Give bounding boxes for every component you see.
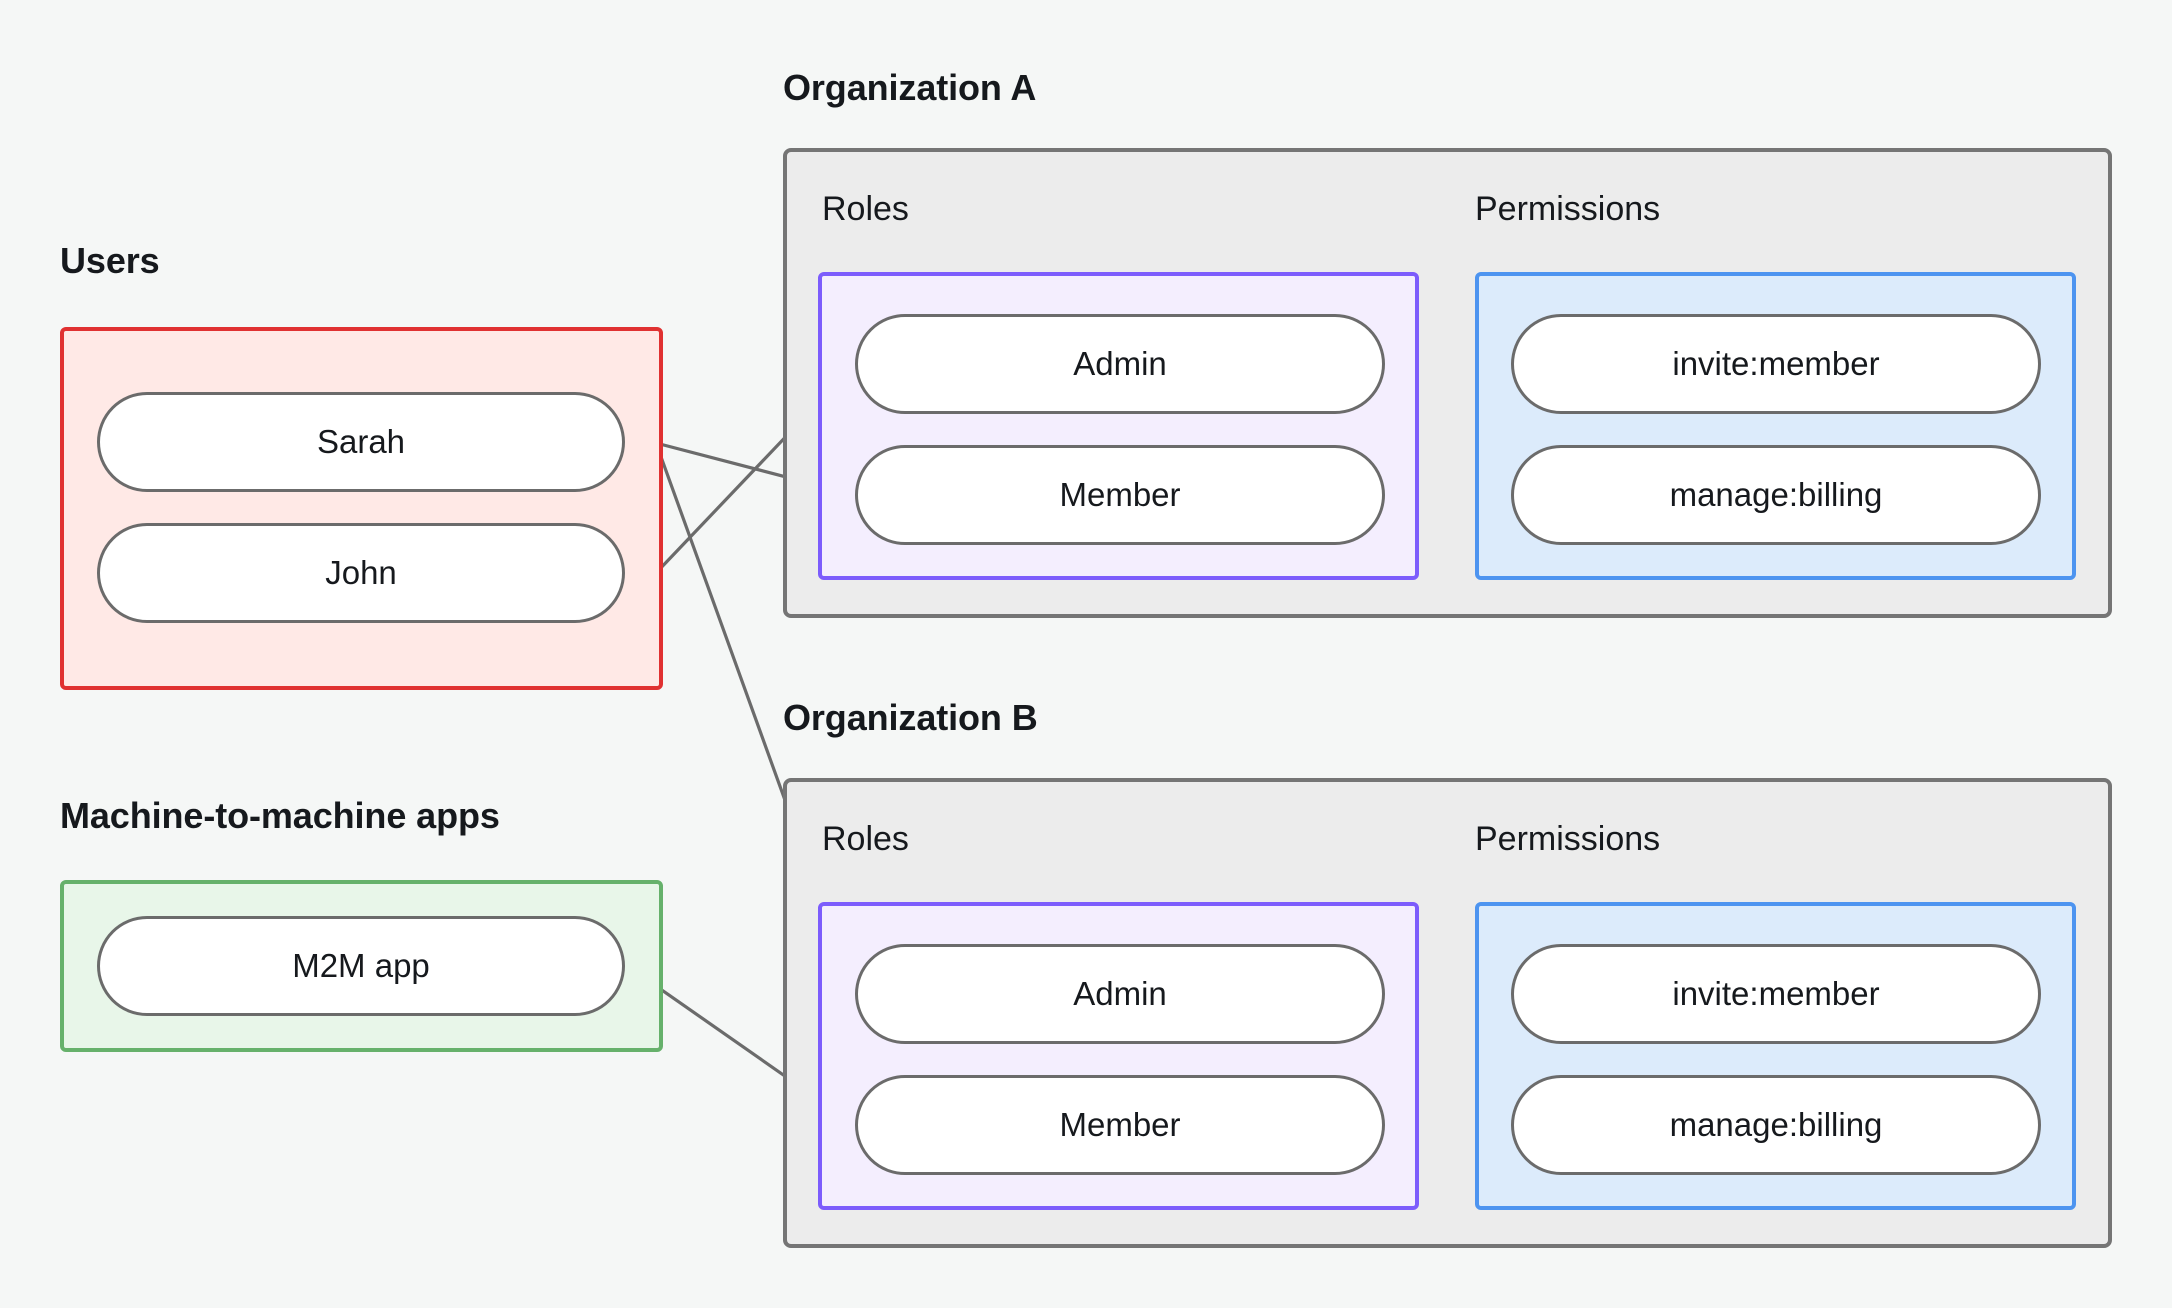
organization-a-caption: Organization A [783, 67, 1037, 108]
organization-b-roles-title: Roles [822, 820, 909, 858]
user-node-sarah[interactable]: Sarah [97, 392, 625, 492]
orgB-role-node-admin[interactable]: Admin [855, 944, 1385, 1044]
organization-a-roles-title: Roles [822, 190, 909, 228]
orgA-role-node-member[interactable]: Member [855, 445, 1385, 545]
users-group-frame [60, 327, 663, 690]
users-caption: Users [60, 240, 160, 281]
orgB-permission-node-manage-billing[interactable]: manage:billing [1511, 1075, 2041, 1175]
organization-b-permissions-title: Permissions [1475, 820, 1661, 858]
organization-b-caption: Organization B [783, 697, 1038, 738]
m2m-node-app[interactable]: M2M app [97, 916, 625, 1016]
user-node-john[interactable]: John [97, 523, 625, 623]
orgB-role-node-member[interactable]: Member [855, 1075, 1385, 1175]
orgB-permission-node-invite-member[interactable]: invite:member [1511, 944, 2041, 1044]
orgA-role-node-admin[interactable]: Admin [855, 314, 1385, 414]
organization-a-permissions-title: Permissions [1475, 190, 1661, 228]
orgA-permission-node-manage-billing[interactable]: manage:billing [1511, 445, 2041, 545]
m2m-caption: Machine-to-machine apps [60, 795, 500, 836]
orgA-permission-node-invite-member[interactable]: invite:member [1511, 314, 2041, 414]
